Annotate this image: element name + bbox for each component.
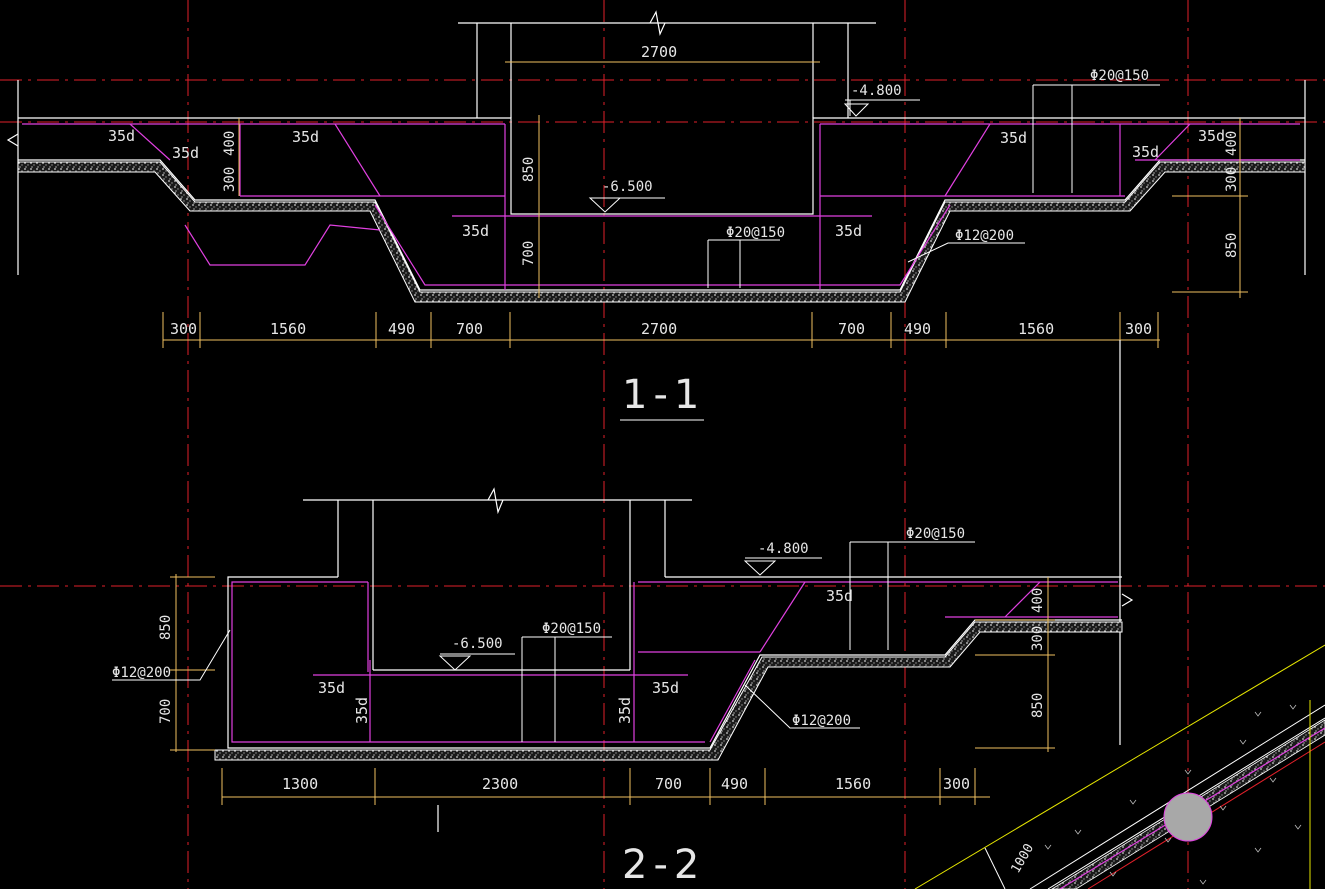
dims-1 <box>162 61 1248 421</box>
rebar-main-right-label: Φ20@150 <box>1090 68 1149 84</box>
leaders-1 <box>588 84 1160 288</box>
rebar-main-pit-label: Φ20@150 <box>542 621 601 637</box>
walls-2 <box>303 340 1121 832</box>
detail-dim-label: 1000 <box>1008 841 1037 876</box>
dim-label: 700 <box>838 320 865 338</box>
section-marker-icon <box>1163 792 1213 842</box>
vdim-label: 850 <box>1224 233 1240 258</box>
anchor-label: 35d <box>462 222 489 240</box>
anchor-label: 35d <box>1000 129 1027 147</box>
rebar-main-label: Φ20@150 <box>726 225 785 241</box>
rebar-1 <box>22 123 1300 290</box>
vdim-label: 300 <box>222 167 238 192</box>
slab-outline-2 <box>227 576 1134 749</box>
level-top-label: -4.800 <box>758 541 809 557</box>
dim-label: 1300 <box>282 775 318 793</box>
vdim-label: 700 <box>521 241 537 266</box>
dim-label: 2300 <box>482 775 518 793</box>
leaders-2 <box>112 541 975 742</box>
rebar-left-label: Φ12@200 <box>112 665 171 681</box>
section-1-1: 2700 -4.800 -6.500 Φ20@150 Φ20@150 Φ12@2… <box>6 10 1306 421</box>
dim-label: 700 <box>456 320 483 338</box>
slab-outline-1 <box>6 117 1305 291</box>
anchor-label: 35d <box>292 128 319 146</box>
dim-label: 1560 <box>270 320 306 338</box>
cushion-2 <box>214 621 1123 761</box>
vdim-label: 850 <box>158 615 174 640</box>
vdim-label: 400 <box>222 131 238 156</box>
anchor-label: 35d <box>318 679 345 697</box>
anchor-label: 35d <box>1198 127 1225 145</box>
vdim-label: 300 <box>1030 626 1046 651</box>
rebar-2 <box>231 581 1118 743</box>
section-title: 1-1 <box>622 372 705 418</box>
dims-2 <box>170 574 1055 805</box>
vdim-label: 700 <box>158 699 174 724</box>
dim-label: 1560 <box>1018 320 1054 338</box>
dim-label: 490 <box>904 320 931 338</box>
vdim-label: 400 <box>1224 131 1240 156</box>
dim-label: 490 <box>721 775 748 793</box>
labels-1: 2700 -4.800 -6.500 Φ20@150 Φ20@150 Φ12@2… <box>108 43 1240 418</box>
anchor-label: 35d <box>1132 143 1159 161</box>
dim-label: 2700 <box>641 320 677 338</box>
section-2-2: -4.800 -6.500 Φ20@150 Φ20@150 Φ12@200 Φ1… <box>112 340 1134 888</box>
dim-label: 300 <box>1125 320 1152 338</box>
anchor-label: 35d <box>835 222 862 240</box>
vdim-label: 850 <box>521 157 537 182</box>
cushion-1 <box>17 161 1306 303</box>
vdim-label: 400 <box>1030 588 1046 613</box>
rebar-main-top-label: Φ20@150 <box>906 526 965 542</box>
dim-label: 1560 <box>835 775 871 793</box>
rebar-side-label: Φ12@200 <box>955 228 1014 244</box>
anchor-label: 35d <box>616 697 634 724</box>
level-top-label: -4.800 <box>851 83 902 99</box>
anchor-label: 35d <box>652 679 679 697</box>
vdim-label: 300 <box>1224 167 1240 192</box>
anchor-label: 35d <box>108 127 135 145</box>
dim-label: 300 <box>170 320 197 338</box>
walls-1 <box>17 10 1306 275</box>
labels-2: -4.800 -6.500 Φ20@150 Φ20@150 Φ12@200 Φ1… <box>112 526 1046 888</box>
dim-label: 700 <box>655 775 682 793</box>
top-dim-label: 2700 <box>641 43 677 61</box>
anchor-label: 35d <box>826 587 853 605</box>
anchor-label: 35d <box>172 144 199 162</box>
vdim-label: 850 <box>1030 693 1046 718</box>
section-title: 2-2 <box>622 842 705 888</box>
anchor-label: 35d <box>353 697 371 724</box>
level-pit-label: -6.500 <box>602 179 653 195</box>
rebar-slope-label: Φ12@200 <box>792 713 851 729</box>
slope-detail: 1000 <box>914 644 1325 889</box>
dim-label: 490 <box>388 320 415 338</box>
dim-label: 300 <box>943 775 970 793</box>
level-pit-label: -6.500 <box>452 636 503 652</box>
